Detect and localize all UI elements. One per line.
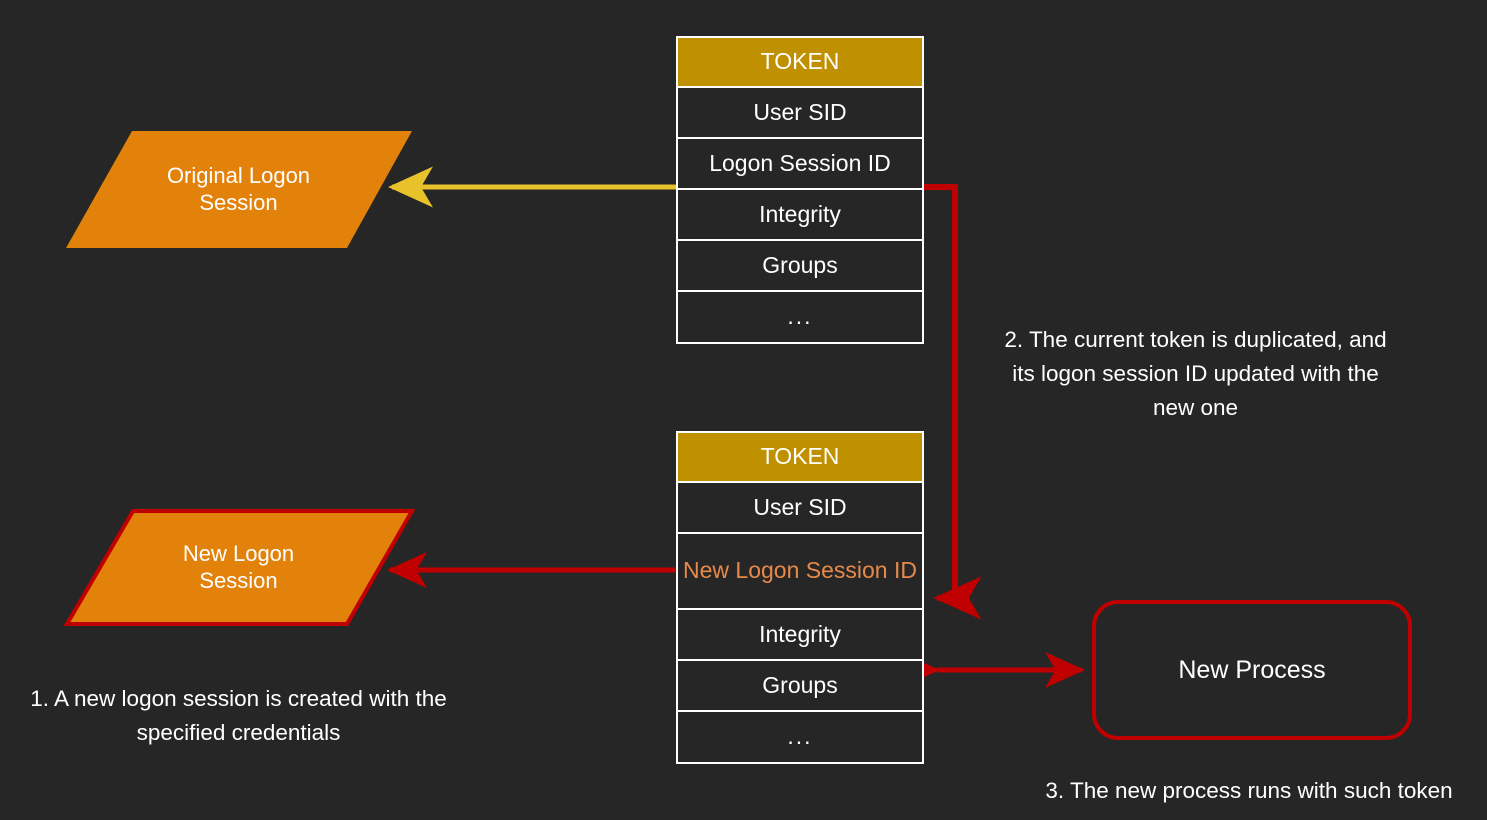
token-row-user-sid-dup: User SID — [678, 483, 922, 534]
new-logon-session-label: New Logon Session — [96, 526, 381, 610]
caption-step-1: 1. A new logon session is created with t… — [0, 682, 477, 750]
new-logon-session-line1: New Logon — [182, 541, 295, 567]
caption-step-2: 2. The current token is duplicated, and … — [1003, 323, 1388, 426]
original-logon-session-line1: Original Logon — [166, 163, 311, 189]
caption-step-2-text: 2. The current token is duplicated, and … — [1004, 327, 1387, 421]
original-logon-session-label: Original Logon Session — [96, 148, 381, 232]
new-process-text: New Process — [1178, 655, 1326, 684]
token-row-ellipsis: ... — [787, 303, 813, 330]
new-logon-session-line2: Session — [199, 568, 278, 593]
new-logon-session-shape — [63, 509, 416, 626]
token-header-original: TOKEN — [678, 38, 922, 88]
token-row-ellipsis-dup: ... — [787, 723, 813, 750]
caption-step-1-text: 1. A new logon session is created with t… — [30, 686, 447, 746]
duplicated-token-table: TOKEN User SID New Logon Session ID Inte… — [676, 431, 924, 764]
new-process-shape — [1092, 600, 1412, 740]
original-logon-session-shape — [66, 131, 412, 248]
new-process-label: New Process — [1094, 602, 1410, 738]
original-logon-session-line2: Session — [199, 190, 278, 215]
token-row-logon-session-id: Logon Session ID — [678, 139, 922, 190]
token-row-groups-dup: Groups — [678, 661, 922, 712]
token-row-groups: Groups — [678, 241, 922, 292]
caption-step-3-text: 3. The new process runs with such token — [1045, 778, 1453, 803]
token-row-new-logon-session-id: New Logon Session ID — [678, 534, 922, 610]
token-row-integrity: Integrity — [678, 190, 922, 241]
caption-step-3: 3. The new process runs with such token — [1011, 774, 1487, 808]
token-header-duplicated: TOKEN — [678, 433, 922, 483]
original-token-table: TOKEN User SID Logon Session ID Integrit… — [676, 36, 924, 344]
arrow-token-duplicated — [924, 184, 982, 620]
token-row-integrity-dup: Integrity — [678, 610, 922, 661]
token-row-user-sid: User SID — [678, 88, 922, 139]
